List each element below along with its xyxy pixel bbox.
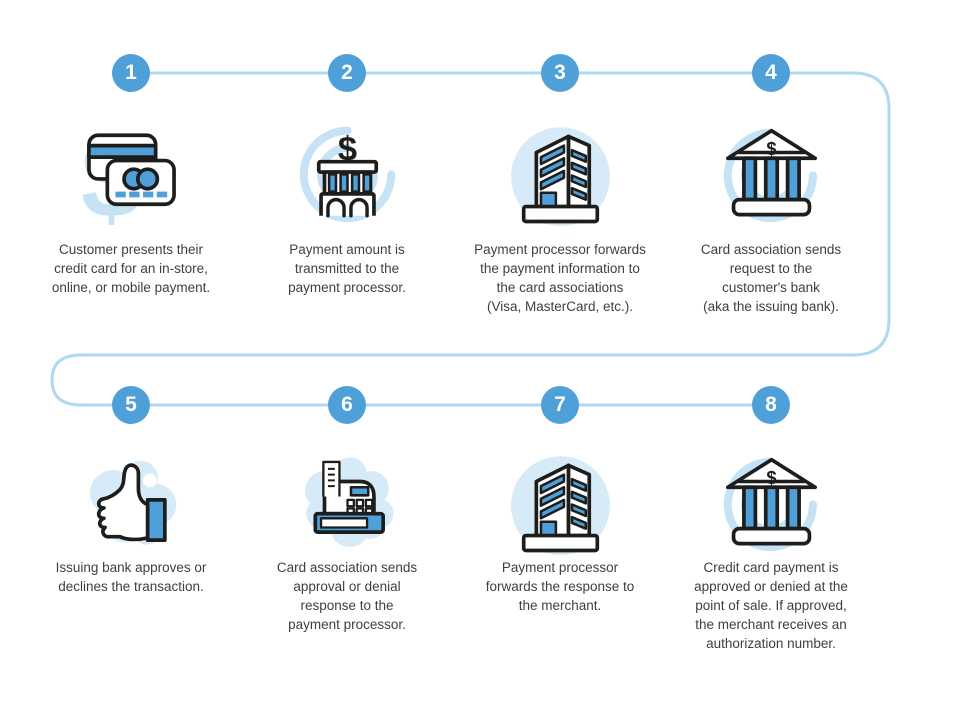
step-4-caption: Card association sends request to the cu…: [700, 242, 842, 314]
step-3-number-badge: 3: [541, 54, 579, 92]
step-5-caption: Issuing bank approves or declines the tr…: [55, 560, 207, 594]
step-2-caption: Payment amount is transmitted to the pay…: [288, 242, 406, 295]
step-2-number-badge: 2: [328, 54, 366, 92]
step-7-caption: Payment processor forwards the response …: [485, 560, 635, 613]
classical-bank-icon: $: [714, 118, 829, 233]
step-6-caption: Card association sends approval or denia…: [276, 560, 418, 632]
credit-cards-icon: $: [74, 118, 189, 233]
step-3-caption: Payment processor forwards the payment i…: [474, 242, 646, 314]
thumbs-up-icon: [74, 447, 189, 562]
step-1-caption: Customer presents their credit card for …: [51, 242, 211, 295]
svg-text:$: $: [766, 467, 776, 488]
step-6-number-badge: 6: [328, 386, 366, 424]
step-4-number-badge: 4: [752, 54, 790, 92]
office-building-icon: [503, 118, 618, 233]
step-5-number-badge: 5: [112, 386, 150, 424]
bank-payment-icon: $: [290, 118, 405, 233]
step-8-caption: Credit card payment is approved or denie…: [694, 560, 848, 651]
step-7-number-badge: 7: [541, 386, 579, 424]
cash-register-icon: [290, 447, 405, 562]
step-1-number-badge: 1: [112, 54, 150, 92]
svg-text:$: $: [338, 131, 357, 169]
svg-text:$: $: [766, 138, 776, 159]
classical-bank-icon: $: [714, 447, 829, 562]
office-building-icon: [503, 447, 618, 562]
step-8-number-badge: 8: [752, 386, 790, 424]
